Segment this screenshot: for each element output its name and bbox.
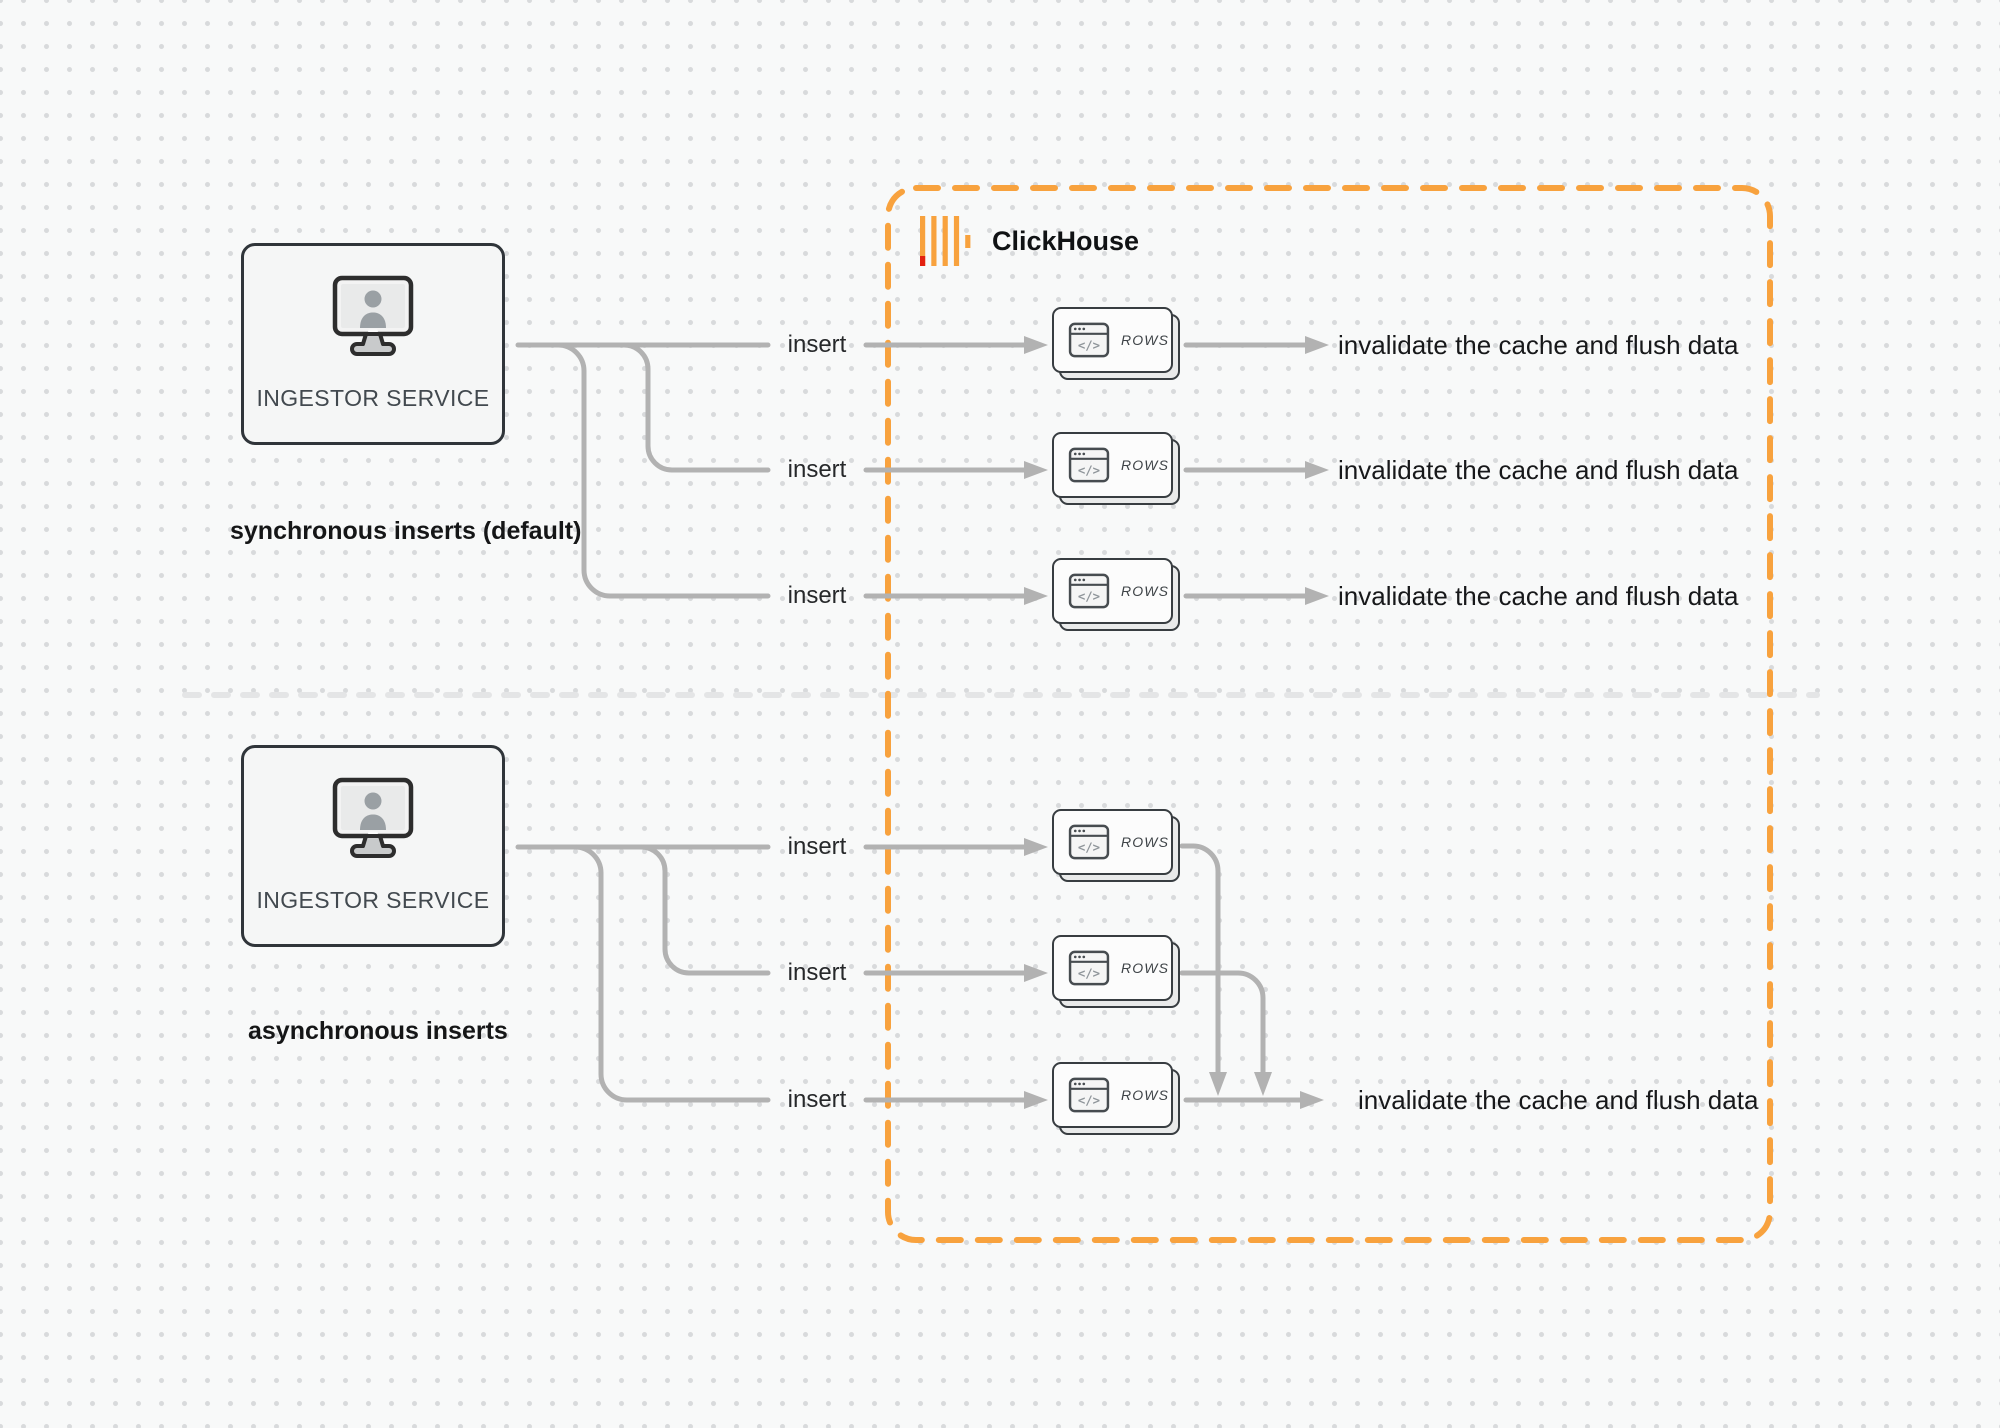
async-branch-2 (638, 844, 771, 976)
sync-caption: synchronous inserts (default) (230, 517, 582, 545)
browser-code-icon: </> (1068, 573, 1110, 609)
arrowheads (1024, 336, 1329, 1109)
arrowhead-right (1024, 336, 1048, 354)
connector-paths (515, 342, 1310, 1103)
rows-card: </> ROWS (1052, 307, 1173, 373)
browser-code-icon: </> (1068, 950, 1110, 986)
invalidate-label: invalidate the cache and flush data (1338, 455, 1739, 485)
svg-text:</>: </> (1078, 840, 1100, 854)
svg-text:</>: </> (1078, 966, 1100, 980)
rows-card: </> ROWS (1052, 558, 1173, 624)
arrowhead-right (1024, 461, 1048, 479)
arrowhead-right (1024, 1091, 1048, 1109)
ingestor-service-box-sync: INGESTOR SERVICE (241, 243, 505, 445)
svg-text:</>: </> (1078, 1093, 1100, 1107)
async-caption: asynchronous inserts (248, 1017, 508, 1045)
invalidate-label: invalidate the cache and flush data (1338, 330, 1739, 360)
rows-card: </> ROWS (1052, 809, 1173, 875)
invalidate-label: invalidate the cache and flush data (1358, 1085, 1759, 1115)
ingestor-service-label: INGESTOR SERVICE (256, 887, 490, 913)
invalidate-label: invalidate the cache and flush data (1338, 581, 1739, 611)
insert-label: insert (787, 833, 847, 860)
sync-branch-2 (621, 342, 771, 473)
async-drop-2 (1179, 970, 1266, 1075)
arrowhead-right (1024, 838, 1048, 856)
browser-code-icon: </> (1068, 824, 1110, 860)
async-drop-1 (1179, 843, 1221, 1075)
insert-label: insert (787, 1086, 847, 1113)
browser-code-icon: </> (1068, 447, 1110, 483)
arrowhead-right (1305, 461, 1329, 479)
clickhouse-header: ClickHouse (920, 216, 1139, 267)
rows-card: </> ROWS (1052, 935, 1173, 1001)
arrowhead-right (1024, 587, 1048, 605)
rows-label: ROWS (1121, 332, 1170, 348)
rows-card: </> ROWS (1052, 1062, 1173, 1128)
monitor-user-icon (321, 776, 425, 868)
rows-label: ROWS (1121, 457, 1170, 473)
rows-card: </> ROWS (1052, 432, 1173, 498)
arrowhead-right (1305, 336, 1329, 354)
insert-label: insert (787, 582, 847, 609)
monitor-user-icon (321, 274, 425, 366)
svg-text:</>: </> (1078, 463, 1100, 477)
clickhouse-label: ClickHouse (992, 226, 1140, 256)
svg-text:</>: </> (1078, 338, 1100, 352)
rows-label: ROWS (1121, 834, 1170, 850)
insert-label: insert (787, 331, 847, 358)
svg-text:</>: </> (1078, 589, 1100, 603)
arrowhead-right (1305, 587, 1329, 605)
rows-label: ROWS (1121, 583, 1170, 599)
arrowhead-down (1209, 1072, 1227, 1096)
clickhouse-logo-red-accent (920, 256, 926, 266)
ingestor-service-label: INGESTOR SERVICE (256, 385, 490, 411)
arrowhead-down (1254, 1072, 1272, 1096)
insert-label: insert (787, 456, 847, 483)
rows-label: ROWS (1121, 960, 1170, 976)
insert-label: insert (787, 959, 847, 986)
sync-branch-3 (555, 342, 771, 599)
arrowhead-right (1024, 964, 1048, 982)
clickhouse-boundary-box (885, 185, 1773, 1243)
async-branch-3 (572, 844, 771, 1103)
rows-label: ROWS (1121, 1087, 1170, 1103)
clickhouse-logo-icon (920, 216, 971, 266)
ingestor-service-box-async: INGESTOR SERVICE (241, 745, 505, 947)
browser-code-icon: </> (1068, 322, 1110, 358)
browser-code-icon: </> (1068, 1077, 1110, 1113)
arrowhead-right (1300, 1091, 1324, 1109)
